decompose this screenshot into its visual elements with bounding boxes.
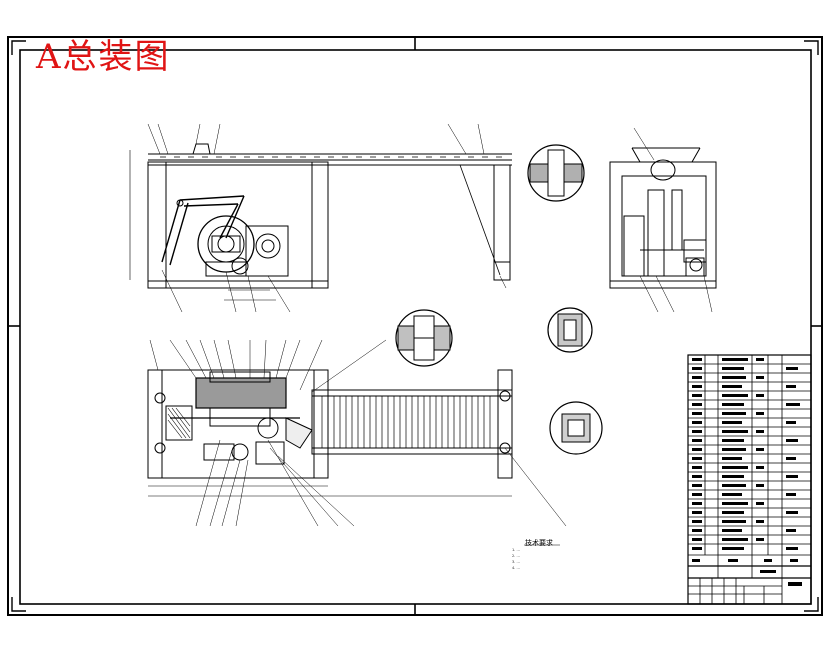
detail-views [395, 144, 603, 455]
trim-marks [11, 40, 819, 612]
plan-view [147, 339, 567, 527]
tech-requirements-heading: 技术要求 [525, 539, 553, 547]
tech-requirement-line: 3. ... [512, 560, 520, 564]
side-view [609, 127, 717, 313]
tech-requirement-line: 2. ... [512, 554, 520, 558]
centering-marks [8, 37, 822, 615]
drawing-title: A总装图 [36, 37, 171, 77]
bom-cell-marks [692, 358, 802, 586]
tech-requirements-notes: 1. ... 2. ... 3. ... 4. ... [512, 547, 672, 571]
tech-requirement-line: 1. ... [512, 548, 520, 552]
bill-of-materials-table [687, 354, 812, 605]
tech-requirement-line: 4. ... [512, 566, 520, 570]
front-view [129, 123, 512, 313]
